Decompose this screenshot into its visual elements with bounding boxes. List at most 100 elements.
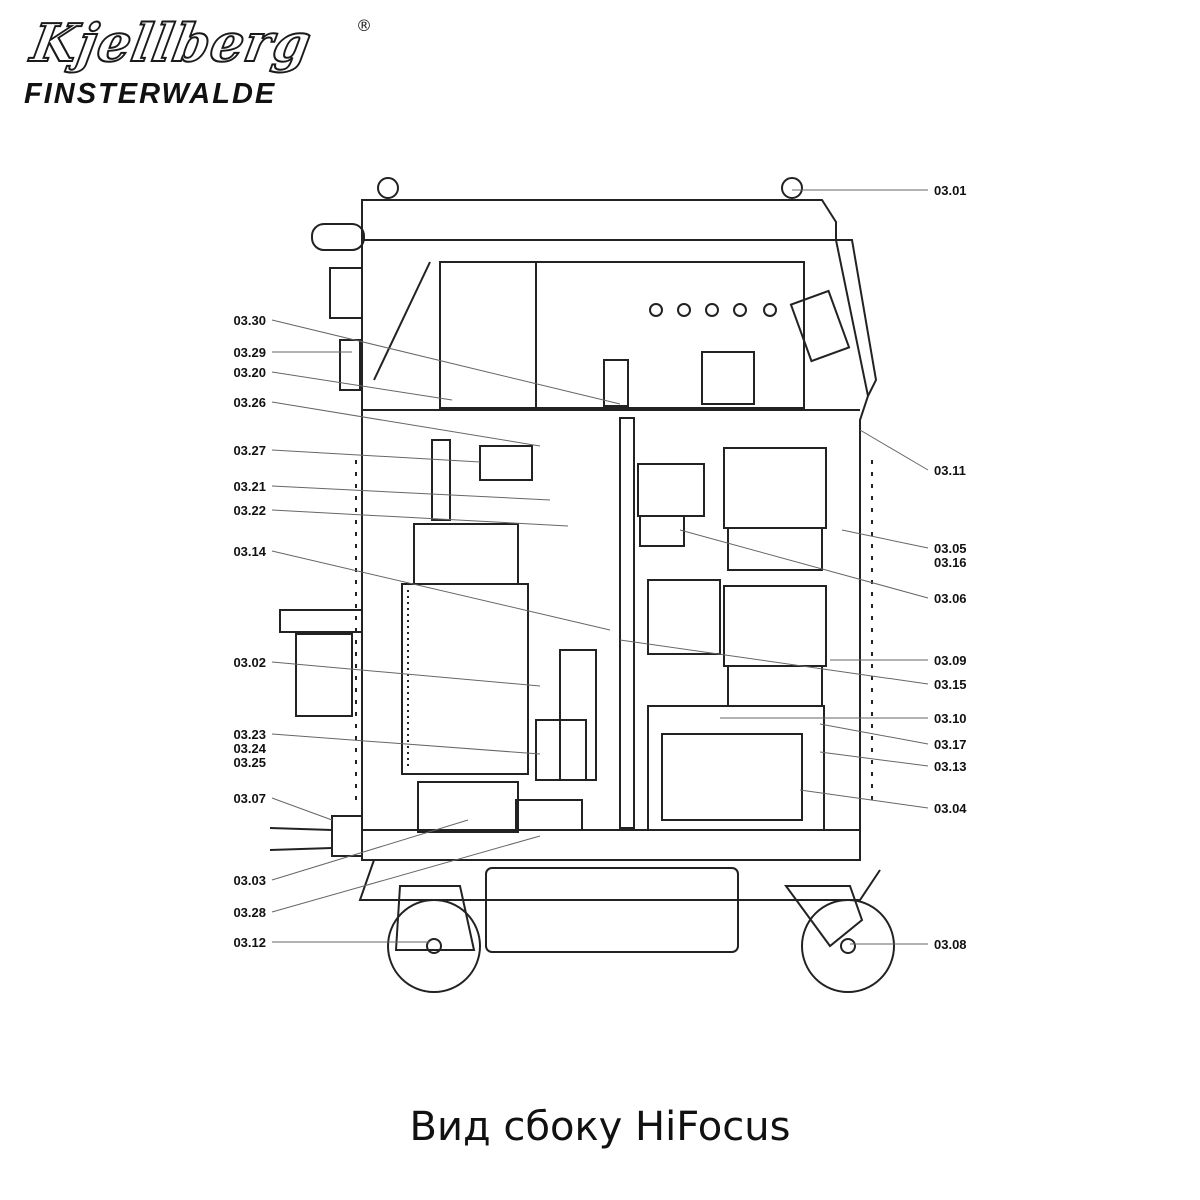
- caster-left-bracket: [394, 885, 476, 951]
- cabinet-frame: [361, 239, 870, 861]
- callout-03-01: 03.01: [934, 183, 967, 198]
- leader-03-06: [679, 529, 929, 599]
- cable-gland: [331, 815, 363, 857]
- callout-03-11: 03.11: [934, 463, 966, 478]
- power-module-base: [727, 665, 823, 707]
- callout-03-02: 03.02: [233, 655, 266, 670]
- valve-bar: [431, 439, 451, 521]
- callout-03-15: 03.15: [934, 677, 967, 692]
- caster-hub-right: [840, 938, 856, 954]
- leader-03-11: [859, 429, 929, 471]
- relay-block-lower: [639, 515, 685, 547]
- leader-03-27: [271, 449, 481, 463]
- kjellberg-logo: Kjellberg ® FINSTERWALDE: [18, 12, 374, 110]
- rear-valve: [339, 339, 361, 391]
- leader-03-14: [271, 550, 611, 631]
- leader-03-30: [271, 319, 621, 405]
- leader-03-15: [619, 639, 929, 685]
- logo-registered-mark: ®: [356, 16, 372, 35]
- upper-relay: [603, 359, 629, 407]
- control-board: [439, 261, 537, 409]
- figure-caption: Вид сбоку HiFocus: [409, 1104, 791, 1150]
- leader-03-03: [271, 819, 469, 881]
- leader-03-22: [271, 509, 569, 527]
- callout-03-08: 03.08: [934, 937, 967, 952]
- leader-03-04: [799, 789, 929, 809]
- bottom-handle: [485, 867, 739, 953]
- callout-03-14: 03.14: [233, 544, 266, 559]
- mains-cable: [269, 827, 333, 851]
- transformer-small: [701, 351, 755, 405]
- chassis-base: [358, 859, 881, 901]
- callout-03-10: 03.10: [934, 711, 967, 726]
- power-module-upper: [723, 447, 827, 529]
- front-control-panel: [836, 239, 878, 397]
- callout-03-17: 03.17: [934, 737, 967, 752]
- lifting-eye-right: [781, 177, 803, 199]
- leader-03-07: [271, 797, 333, 821]
- filter-bowl: [295, 633, 353, 717]
- callout-03-07: 03.07: [233, 791, 266, 806]
- leader-03-26: [271, 401, 541, 447]
- callout-03-29: 03.29: [233, 345, 266, 360]
- caster-right-bracket: [784, 885, 864, 948]
- callout-03-16: 03.16: [934, 555, 967, 570]
- leader-03-13: [819, 751, 929, 767]
- callout-03-13: 03.13: [934, 759, 967, 774]
- filter-bracket: [279, 609, 363, 633]
- callout-03-21: 03.21: [233, 479, 266, 494]
- leader-03-05: [841, 529, 929, 549]
- terminal-strip: [515, 799, 583, 831]
- heat-sink-base: [417, 781, 519, 833]
- callout-03-09: 03.09: [934, 653, 967, 668]
- top-terminal-1: [649, 303, 663, 317]
- front-connector: [789, 289, 851, 363]
- callout-03-30: 03.30: [233, 313, 266, 328]
- callout-03-26: 03.26: [233, 395, 266, 410]
- callout-03-23: 03.23: [233, 727, 266, 742]
- callout-03-03: 03.03: [233, 873, 266, 888]
- caster-wheel-right: [801, 899, 895, 993]
- callout-03-27: 03.27: [233, 443, 266, 458]
- logo-location: FINSTERWALDE: [24, 78, 277, 110]
- leader-03-20: [271, 371, 453, 401]
- callout-03-28: 03.28: [233, 905, 266, 920]
- power-module-lower: [723, 585, 827, 667]
- filter-grid: [647, 579, 721, 655]
- fan-housing: [559, 649, 597, 781]
- callout-03-05: 03.05: [934, 541, 967, 556]
- top-terminal-5: [763, 303, 777, 317]
- upper-panel: [535, 261, 805, 409]
- rear-handle: [311, 223, 365, 251]
- caster-hub-left: [426, 938, 442, 954]
- callout-03-24: 03.24: [233, 741, 266, 756]
- callout-03-12: 03.12: [233, 935, 266, 950]
- callout-03-25: 03.25: [233, 755, 266, 770]
- top-cover: [361, 199, 837, 241]
- top-terminal-4: [733, 303, 747, 317]
- top-terminal-2: [677, 303, 691, 317]
- leader-03-23: [271, 733, 541, 755]
- relay-block: [637, 463, 705, 517]
- vertical-divider: [619, 417, 635, 829]
- panel-cover-diag: [373, 261, 431, 381]
- callout-03-22: 03.22: [233, 503, 266, 518]
- main-transformer: [661, 733, 803, 821]
- lifting-eye-left: [377, 177, 399, 199]
- caster-wheel-left: [387, 899, 481, 993]
- heat-sink: [401, 583, 529, 775]
- rear-connector-block: [329, 267, 363, 319]
- top-terminal-3: [705, 303, 719, 317]
- callout-03-20: 03.20: [233, 365, 266, 380]
- leader-03-28: [271, 835, 541, 913]
- transformer-frame: [647, 705, 825, 831]
- callout-03-04: 03.04: [934, 801, 967, 816]
- control-box: [413, 523, 519, 585]
- leader-03-21: [271, 485, 551, 501]
- leader-03-02: [271, 661, 541, 687]
- callout-03-06: 03.06: [934, 591, 967, 606]
- leader-03-17: [819, 723, 929, 745]
- gas-regulator: [479, 445, 533, 481]
- power-module-mid: [727, 527, 823, 571]
